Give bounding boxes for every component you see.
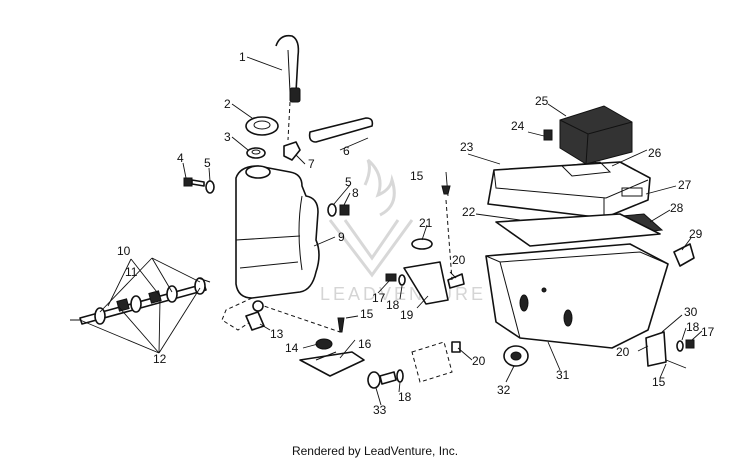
part-valve xyxy=(245,300,265,331)
part-breather xyxy=(543,129,553,141)
callout-13: 13 xyxy=(270,327,284,341)
callout-15: 15 xyxy=(360,307,374,321)
callout-9: 9 xyxy=(338,230,345,244)
part-fuel-hose xyxy=(275,34,301,141)
callout-21: 21 xyxy=(419,216,433,230)
callout-27: 27 xyxy=(678,178,692,192)
footer-credit: Rendered by LeadVenture, Inc. xyxy=(291,444,459,458)
callout-22: 22 xyxy=(462,205,476,219)
callout-24: 24 xyxy=(511,119,525,133)
callout-14: 14 xyxy=(285,341,299,355)
callout-12: 12 xyxy=(153,352,167,366)
callout-20: 20 xyxy=(616,345,630,359)
callout-33: 33 xyxy=(373,403,387,417)
callout-19: 19 xyxy=(400,308,414,322)
callout-labels: 1 2 3 4 5 5 6 7 8 9 10 11 12 13 14 15 15… xyxy=(117,50,715,417)
callout-8: 8 xyxy=(352,186,359,200)
watermark-text: LEADVENTURE xyxy=(320,284,486,304)
part-mount-bracket-right xyxy=(645,331,695,369)
part-screw-right xyxy=(327,203,350,217)
part-mount-bracket-left xyxy=(299,317,365,377)
callout-20: 20 xyxy=(472,354,486,368)
leader-lines xyxy=(79,56,703,406)
callout-10: 10 xyxy=(117,244,131,258)
callout-26: 26 xyxy=(648,146,662,160)
callout-6: 6 xyxy=(343,144,350,158)
callout-23: 23 xyxy=(460,140,474,154)
callout-3: 3 xyxy=(224,130,231,144)
callout-31: 31 xyxy=(556,368,570,382)
callout-16: 16 xyxy=(358,337,372,351)
callout-1: 1 xyxy=(239,50,246,64)
callout-7: 7 xyxy=(308,157,315,171)
callout-5: 5 xyxy=(204,156,211,170)
part-bolt-bottom xyxy=(367,369,404,389)
part-fuel-tank xyxy=(221,165,341,333)
part-grommet xyxy=(246,147,266,159)
part-air-filter-foam xyxy=(559,105,633,165)
callout-25: 25 xyxy=(535,94,549,108)
part-airbox-cover xyxy=(487,161,651,219)
part-cap-flange xyxy=(245,116,279,136)
callout-11: 11 xyxy=(125,265,138,279)
callout-20: 20 xyxy=(452,253,466,267)
callout-5: 5 xyxy=(345,175,352,189)
callout-18: 18 xyxy=(686,320,700,334)
callout-28: 28 xyxy=(670,201,684,215)
callout-15: 15 xyxy=(410,169,424,183)
part-fuel-line-assembly xyxy=(70,277,211,325)
callout-32: 32 xyxy=(497,383,511,397)
part-elbow-fitting xyxy=(283,141,301,161)
callout-2: 2 xyxy=(224,97,231,111)
callout-15: 15 xyxy=(652,375,666,389)
callout-17: 17 xyxy=(372,291,386,305)
part-intake-coupler xyxy=(503,345,529,367)
callout-29: 29 xyxy=(689,227,703,241)
callout-30: 30 xyxy=(684,305,698,319)
callout-18: 18 xyxy=(398,390,412,404)
callout-17: 17 xyxy=(701,325,715,339)
callout-18: 18 xyxy=(386,298,400,312)
part-gasket xyxy=(495,213,661,247)
callout-4: 4 xyxy=(177,151,184,165)
part-mount-bracket-center xyxy=(385,171,465,305)
part-airbox-base xyxy=(485,243,669,349)
part-vent-tube xyxy=(308,117,374,143)
part-screw-left xyxy=(183,177,215,194)
part-hose-fitting xyxy=(411,341,461,383)
